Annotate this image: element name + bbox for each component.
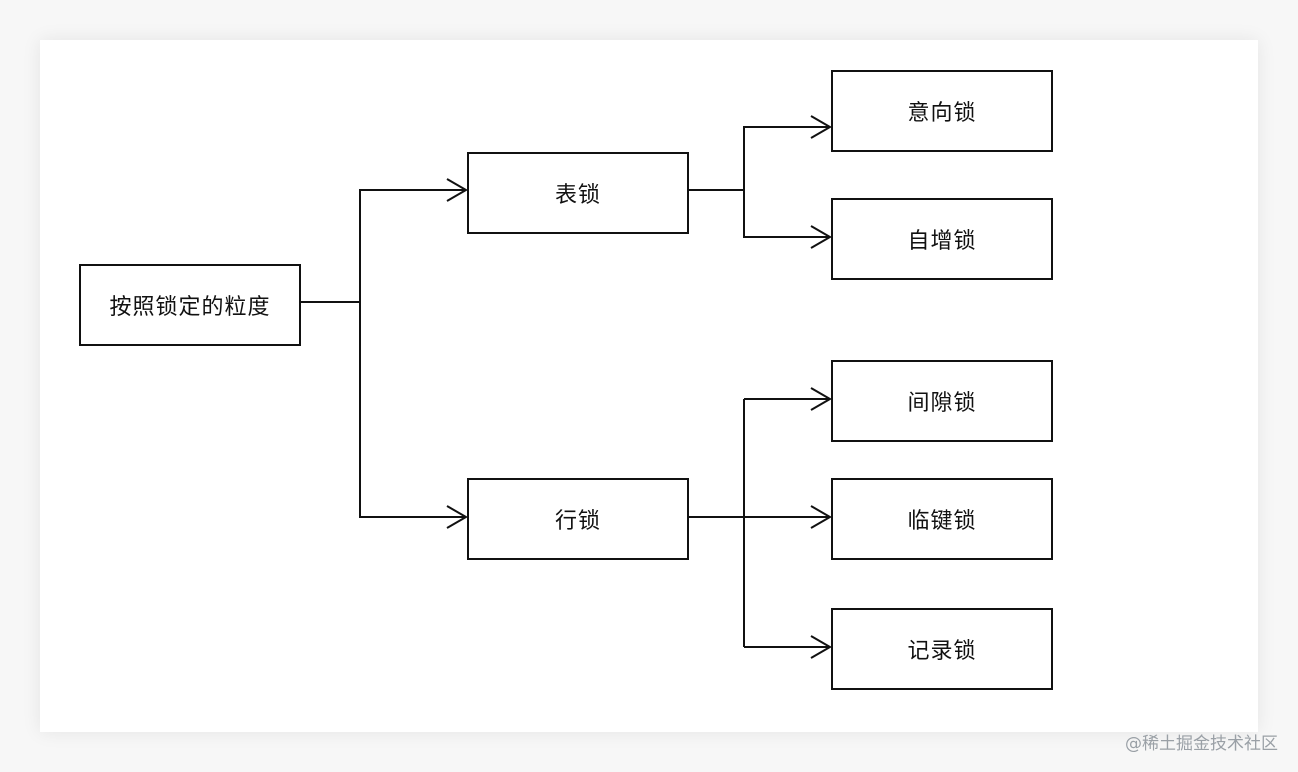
node-gap-lock: 间隙锁: [831, 360, 1053, 442]
node-table-lock: 表锁: [467, 152, 689, 234]
arrowhead-row-lock: [446, 505, 468, 529]
node-auto-inc-lock: 自增锁: [831, 198, 1053, 280]
connector-row-lock-children: [688, 398, 830, 648]
arrowhead-record-lock: [810, 635, 832, 659]
connector-root-to-branches: [300, 189, 466, 518]
node-root: 按照锁定的粒度: [79, 264, 301, 346]
node-record-lock: 记录锁: [831, 608, 1053, 690]
node-intention-lock: 意向锁: [831, 70, 1053, 152]
arrowhead-auto-inc-lock: [810, 225, 832, 249]
watermark-text: @稀土掘金技术社区: [1125, 734, 1278, 754]
arrowhead-gap-lock: [810, 387, 832, 411]
arrowhead-table-lock: [446, 178, 468, 202]
node-next-key-lock: 临键锁: [831, 478, 1053, 560]
node-row-lock: 行锁: [467, 478, 689, 560]
arrowhead-intention-lock: [810, 115, 832, 139]
connector-table-lock-children: [688, 126, 830, 238]
arrowhead-next-key-lock: [810, 505, 832, 529]
